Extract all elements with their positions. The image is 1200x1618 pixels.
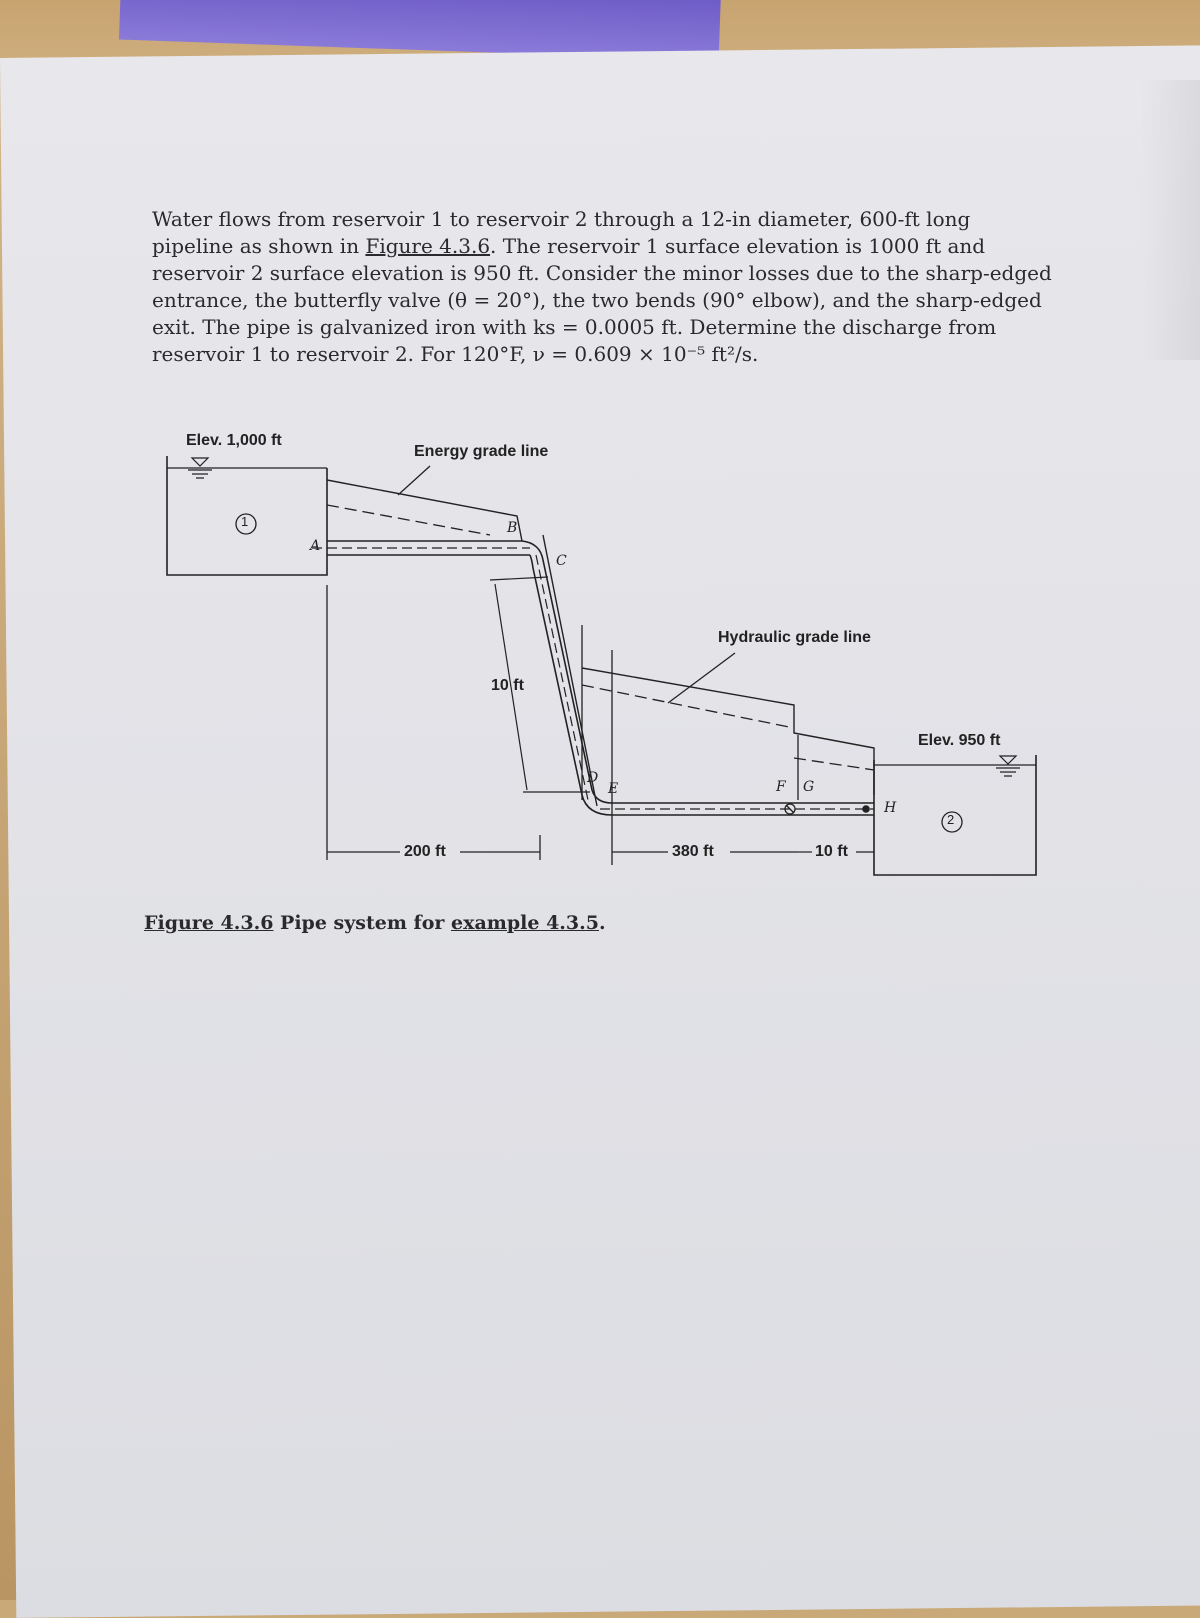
point-d: D (587, 770, 599, 786)
shadow (1140, 80, 1200, 360)
height-label: 10 ft (491, 677, 524, 694)
problem-line-3: reservoir 2 surface elevation is 950 ft.… (152, 261, 1052, 285)
point-b: B (507, 520, 518, 536)
point-a: A (310, 538, 321, 554)
hgl-label: Hydraulic grade line (718, 629, 871, 646)
reservoir-1-outline (166, 468, 328, 576)
length-380-label: 380 ft (672, 843, 714, 860)
length-200-label: 200 ft (404, 843, 446, 860)
hydraulic-grade-line-3 (793, 757, 875, 771)
point-c: C (556, 553, 567, 569)
butterfly-valve-mark (785, 804, 795, 814)
caption-text: Pipe system for (273, 912, 452, 934)
problem-line-2-post: . The reservoir 1 surface elevation is 1… (490, 234, 986, 258)
point-f: F (776, 779, 786, 795)
egl-label: Energy grade line (414, 443, 549, 460)
water-level-symbol-2 (996, 755, 1020, 777)
dimension-10ft-line (494, 583, 528, 791)
caption-period: . (598, 912, 606, 934)
egl-leader (397, 465, 431, 496)
pipe-centerline-down (535, 554, 589, 801)
caption-example-link[interactable]: example 4.3.5 (451, 912, 599, 934)
reservoir-1-marker (235, 513, 257, 535)
problem-line-1: Water flows from reservoir 1 to reservoi… (152, 207, 971, 231)
elevation-2-label: Elev. 950 ft (918, 732, 1001, 749)
dimension-10ft-top (489, 576, 549, 581)
point-g: G (803, 779, 815, 795)
problem-line-2: pipeline as shown in Figure 4.3.6. The r… (152, 233, 1052, 260)
problem-statement: Water flows from reservoir 1 to reservoi… (152, 206, 1052, 368)
problem-line-4: entrance, the butterfly valve (θ = 20°),… (152, 288, 1042, 312)
point-h: H (884, 800, 897, 816)
problem-line-6: reservoir 1 to reservoir 2. For 120°F, ν… (152, 342, 759, 366)
problem-line-2-pre: pipeline as shown in (152, 234, 366, 258)
hydraulic-grade-line-1 (326, 504, 491, 536)
water-level-symbol-1 (188, 457, 212, 479)
pipe-top-down (521, 540, 613, 804)
problem-line-5: exit. The pipe is galvanized iron with k… (152, 315, 997, 339)
figure-caption: Figure 4.3.6 Pipe system for example 4.3… (144, 912, 606, 934)
energy-grade-line-2 (542, 534, 598, 807)
energy-grade-line-3 (581, 667, 875, 795)
figure-link[interactable]: Figure 4.3.6 (365, 234, 491, 258)
elevation-1-label: Elev. 1,000 ft (186, 432, 282, 449)
reservoir-2-number: 2 (947, 812, 955, 827)
reservoir-1-number: 1 (241, 514, 249, 529)
length-10-label: 10 ft (815, 843, 848, 860)
caption-figure-link[interactable]: Figure 4.3.6 (144, 912, 274, 934)
point-e: E (608, 781, 619, 797)
energy-grade-line-1 (326, 479, 523, 542)
hydraulic-grade-line-2 (581, 684, 795, 729)
pipe-bottom-down (529, 554, 613, 816)
hgl-leader (667, 652, 736, 704)
reservoir-2-outline (873, 755, 1037, 876)
point-h-dot (862, 805, 870, 813)
butterfly-valve (784, 803, 796, 815)
reservoir-2-marker (941, 811, 963, 833)
